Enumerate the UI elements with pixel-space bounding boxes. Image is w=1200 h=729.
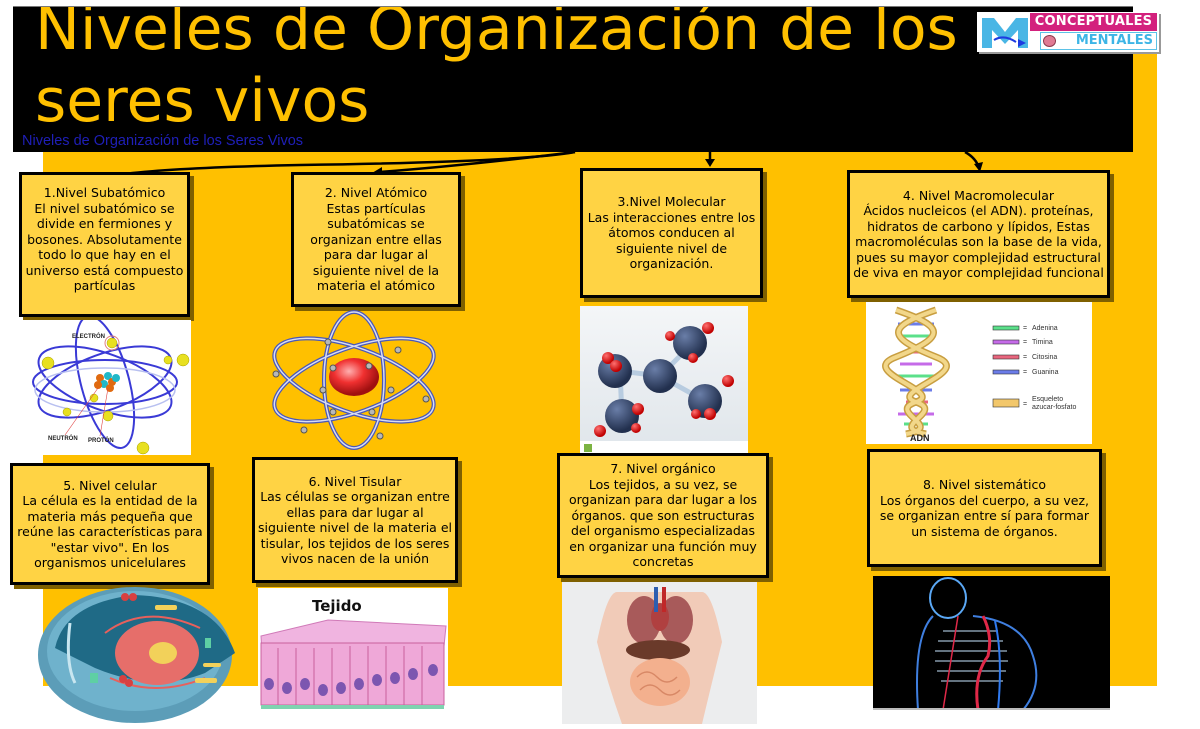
level-description: Estas partículas subatómicas se organiza… <box>310 200 442 294</box>
molecule-model-image <box>580 306 748 456</box>
logo-line1: CONCEPTUALES <box>1030 13 1157 31</box>
level-2-atomic-box: 2. Nivel Atómico Estas partículas subató… <box>291 172 461 307</box>
level-description: Los tejidos, a su vez, se organizan para… <box>568 476 758 570</box>
dna-diagram-image: ADN = Adenina = Timina = Citosina = Guan… <box>866 302 1092 444</box>
banner-border <box>13 6 1133 7</box>
svg-text:=: = <box>1023 354 1027 361</box>
tissue-caption: Tejido <box>312 597 362 615</box>
level-1-subatomic-box: 1.Nivel Subatómico El nivel subatómico s… <box>19 172 190 317</box>
svg-text:azucar-fosfato: azucar-fosfato <box>1032 404 1076 411</box>
brain-icon <box>1043 35 1056 47</box>
level-heading: 5. Nivel celular <box>63 477 157 493</box>
svg-text:=: = <box>1023 369 1027 376</box>
atom-electron-diagram-image: ELECTRÓN NEUTRÓN PROTÓN <box>20 320 191 455</box>
level-heading: 6. Nivel Tisular <box>308 473 402 489</box>
legend-adenina: Adenina <box>1032 325 1058 332</box>
page-title: Niveles de Organización de los seres viv… <box>35 7 958 136</box>
level-heading: 4. Nivel Macromolecular <box>902 187 1055 203</box>
level-description: Las interacciones entre los átomos condu… <box>587 209 756 272</box>
level-description: Las células se organizan entre ellas par… <box>258 489 452 566</box>
level-6-tissue-box: 6. Nivel Tisular Las células se organiza… <box>252 457 458 583</box>
dna-caption: ADN <box>910 433 930 443</box>
neutron-label: NEUTRÓN <box>48 434 78 442</box>
animal-cell-illustration-image <box>35 583 245 728</box>
level-5-cellular-box: 5. Nivel celular La célula es la entidad… <box>10 463 210 585</box>
svg-text:=: = <box>1023 325 1027 332</box>
level-7-organ-box: 7. Nivel orgánico Los tejidos, a su vez,… <box>557 453 769 578</box>
electron-label: ELECTRÓN <box>72 332 105 340</box>
level-heading: 2. Nivel Atómico <box>324 185 428 201</box>
level-description: La célula es la entidad de la materia má… <box>17 493 203 570</box>
svg-text:Esqueleto: Esqueleto <box>1032 396 1063 403</box>
legend-citosina: Citosina <box>1032 354 1057 361</box>
human-organs-model-image <box>562 582 757 724</box>
level-3-molecular-box: 3.Nivel Molecular Las interacciones entr… <box>580 168 763 298</box>
logo-m-icon <box>980 14 1030 50</box>
title-banner: Niveles de Organización de los seres viv… <box>13 7 1133 152</box>
level-heading: 8. Nivel sistemático <box>922 477 1047 492</box>
svg-text:=: = <box>1023 339 1027 346</box>
logo-line2: MENTALES <box>1040 32 1157 50</box>
tissue-illustration-image: Tejido <box>258 588 448 720</box>
human-systems-xray-image <box>873 576 1110 710</box>
atom-orbit-illustration-image <box>266 310 441 450</box>
level-heading: 1.Nivel Subatómico <box>43 185 166 200</box>
mapas-conceptuales-logo: CONCEPTUALES MENTALES <box>977 12 1159 52</box>
level-heading: 7. Nivel orgánico <box>610 461 716 477</box>
level-description: El nivel subatómico se divide en fermion… <box>25 200 184 294</box>
level-4-macromolecular-box: 4. Nivel Macromolecular Ácidos nucleicos… <box>847 170 1110 298</box>
level-heading: 3.Nivel Molecular <box>617 194 726 210</box>
proton-label: PROTÓN <box>88 436 114 444</box>
level-8-system-box: 8. Nivel sistemático Los órganos del cue… <box>867 449 1102 567</box>
level-description: Los órganos del cuerpo, a su vez, se org… <box>879 492 1090 539</box>
svg-text:=: = <box>1023 401 1027 408</box>
legend-guanina: Guanina <box>1032 369 1059 376</box>
legend-timina: Timina <box>1032 339 1053 346</box>
page-subtitle-link[interactable]: Niveles de Organización de los Seres Viv… <box>22 133 304 149</box>
level-description: Ácidos nucleicos (el ADN). proteínas, hi… <box>853 203 1104 280</box>
